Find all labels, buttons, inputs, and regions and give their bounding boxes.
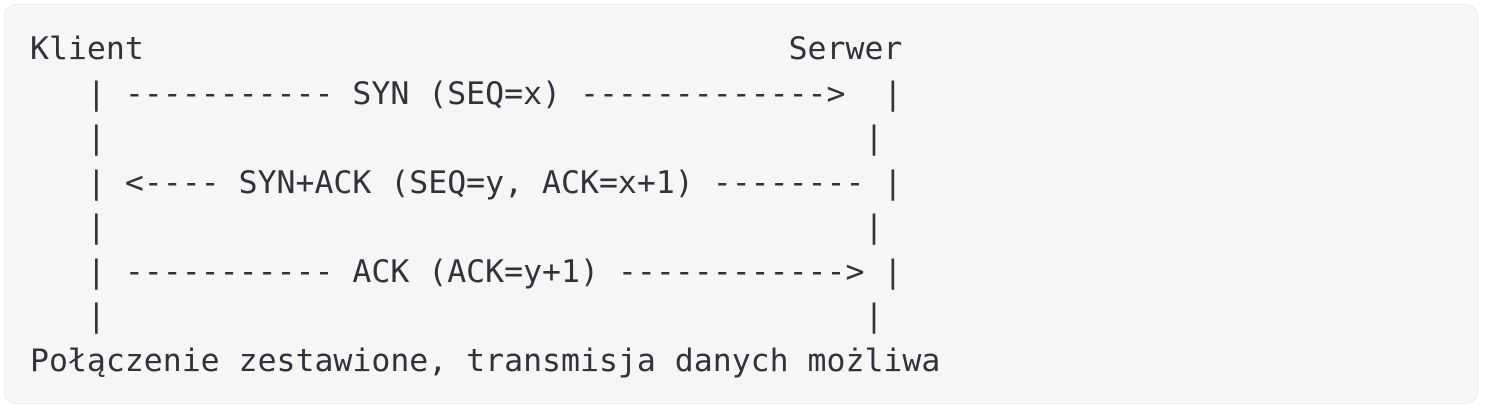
diagram-line-spacer-1: | | bbox=[30, 120, 884, 156]
diagram-line-ack: | ----------- ACK (ACK=y+1) ------------… bbox=[30, 253, 903, 290]
diagram-line-spacer-2: | | bbox=[30, 209, 884, 245]
ascii-diagram-code: Klient Serwer | ----------- SYN (SEQ=x) … bbox=[30, 27, 940, 383]
diagram-line-footer-note: Połączenie zestawione, transmisja danych… bbox=[30, 342, 941, 379]
code-block-panel: Klient Serwer | ----------- SYN (SEQ=x) … bbox=[4, 4, 1478, 404]
diagram-line-synack: | <---- SYN+ACK (SEQ=y, ACK=x+1) -------… bbox=[30, 164, 903, 201]
diagram-line-syn: | ----------- SYN (SEQ=x) ------------->… bbox=[30, 75, 903, 112]
ascii-diagram: Klient Serwer | ----------- SYN (SEQ=x) … bbox=[5, 5, 940, 383]
diagram-line-spacer-3: | | bbox=[30, 298, 884, 334]
diagram-line-participants: Klient Serwer bbox=[30, 31, 903, 67]
